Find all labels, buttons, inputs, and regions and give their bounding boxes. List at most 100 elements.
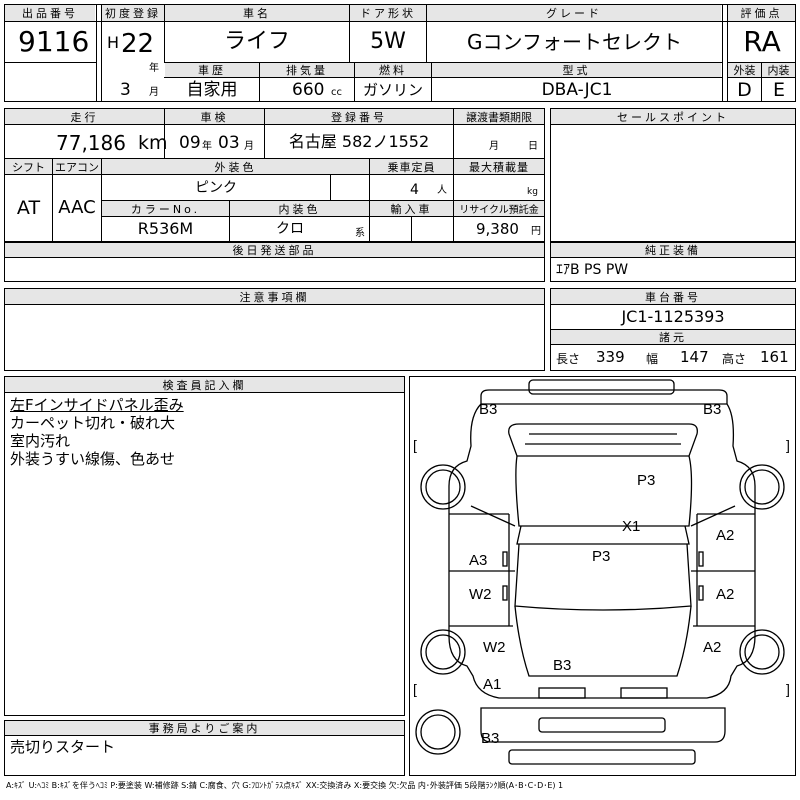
dims-header: 諸元	[551, 330, 795, 344]
color-no-header: カラーNo.	[102, 201, 229, 216]
width-value: 147	[680, 348, 709, 366]
reg-year: 22	[121, 29, 155, 59]
era-letter: H	[107, 33, 120, 52]
ext-color: ピンク	[195, 179, 237, 196]
shift: AT	[16, 196, 41, 219]
int-color: クロ	[276, 221, 304, 237]
fuel-header: 燃料	[355, 63, 431, 77]
mileage-unit: km	[138, 132, 168, 154]
mark-p3-roof: P3	[637, 472, 655, 489]
reg-month: 3	[120, 80, 131, 100]
mileage: 77,186	[56, 131, 126, 155]
model-header: 型式	[432, 63, 721, 77]
height-label: 高さ	[722, 352, 747, 366]
inspector-note-3: 室内汚れ	[10, 432, 71, 450]
car-name-header: 車名	[165, 5, 349, 21]
inspect-year-unit: 年	[202, 141, 212, 152]
fuel: ガソリン	[362, 80, 423, 99]
top-section	[4, 4, 796, 102]
mark-a2-right-1: A2	[716, 527, 734, 544]
sales-point-header: セールスポイント	[551, 109, 795, 124]
capacity-unit: 人	[437, 185, 447, 196]
aircon-header: エアコン	[53, 159, 101, 174]
svg-text:]: ]	[786, 437, 790, 453]
mark-p3-hood: P3	[592, 548, 610, 565]
door-type: 5W	[370, 29, 406, 54]
ext-color-header: 外装色	[102, 159, 369, 174]
sales-point-box	[550, 108, 796, 242]
plate-header: 登録番号	[265, 109, 453, 124]
inspect-year: 09	[179, 133, 201, 153]
caution-box	[4, 288, 545, 371]
caution-header: 注意事項欄	[5, 289, 544, 304]
office-text: 売切りスタート	[10, 738, 116, 756]
lot-no-header: 出品番号	[5, 5, 95, 21]
displacement: 660	[292, 80, 325, 100]
displacement-unit: cc	[331, 87, 342, 98]
score-header: 評価点	[728, 5, 795, 21]
later-parts-box	[4, 242, 545, 282]
displacement-header: 排気量	[260, 63, 354, 77]
door-header: ドア形状	[350, 5, 426, 21]
car-name: ライフ	[223, 29, 290, 54]
shift-header: シフト	[5, 159, 52, 174]
transfer-header: 譲渡書類期限	[454, 109, 544, 124]
chassis-header: 車台番号	[551, 289, 795, 304]
history-header: 車歴	[165, 63, 259, 77]
recycle-header: リサイクル預託金	[454, 201, 544, 216]
mark-w2-left-2: W2	[483, 639, 506, 656]
chassis-number: JC1-1125393	[621, 307, 725, 326]
inspector-note-4: 外装うすい線傷、色あせ	[10, 450, 176, 468]
grade: Gコンフォートセレクト	[467, 30, 682, 54]
mark-a1: A1	[483, 676, 501, 693]
int-color-header: 内装色	[230, 201, 369, 216]
mark-b3-front: B3	[553, 657, 571, 674]
recycle-unit: 円	[531, 226, 541, 237]
mark-a2-right-2: A2	[716, 586, 734, 603]
inspector-header: 検査員記入欄	[5, 377, 404, 392]
mark-a2-right-3: A2	[703, 639, 721, 656]
height-value: 161	[760, 348, 789, 366]
reg-year-unit: 年	[149, 63, 159, 74]
int-grade: E	[772, 78, 785, 101]
inspection-header: 車検	[165, 109, 264, 124]
inspector-box	[4, 376, 405, 716]
vehicle-detail-section	[4, 108, 545, 242]
svg-text:[: [	[413, 437, 417, 453]
capacity-header: 乗車定員	[370, 159, 453, 174]
mark-x1: X1	[622, 518, 640, 535]
mark-b3-rear-right: B3	[703, 401, 721, 418]
inspector-note-2: カーペット切れ・破れ大	[10, 414, 176, 432]
inspect-month: 03	[218, 133, 240, 153]
equipment-header: 純正装備	[551, 243, 795, 257]
color-no: R536M	[137, 219, 194, 238]
recycle-fee: 9,380	[476, 220, 519, 238]
capacity: 4	[410, 182, 419, 198]
plate-number: 名古屋 582ノ1552	[288, 131, 430, 151]
int-header: 内装	[762, 63, 795, 77]
equipment-box	[550, 242, 796, 282]
equipment-value: ｴｱB PS PW	[556, 262, 629, 278]
car-damage-diagram: [] [] B3 B3 P3 X1 P3 A3 A2 W2 A2 W2 A2 B…	[413, 379, 790, 765]
reg-month-unit: 月	[149, 87, 159, 98]
import-header: 輸入車	[370, 201, 453, 216]
svg-text:]: ]	[786, 681, 790, 697]
score: RA	[743, 25, 781, 58]
grade-header: グレード	[427, 5, 721, 21]
later-parts-header: 後日発送部品	[5, 243, 544, 257]
length-label: 長さ	[556, 352, 581, 366]
width-label: 幅	[646, 352, 659, 366]
first-reg-header: 初度登録	[102, 5, 164, 21]
mark-a3-left: A3	[469, 552, 487, 569]
office-header: 事務局よりご案内	[5, 721, 404, 735]
length-value: 339	[596, 348, 625, 366]
ext-grade: D	[737, 78, 752, 101]
max-load-header: 最大積載量	[454, 159, 544, 174]
max-load-unit: kg	[527, 187, 538, 197]
svg-text:[: [	[413, 681, 417, 697]
int-color-unit: 系	[355, 228, 365, 239]
mark-b3-rear-left: B3	[479, 401, 497, 418]
transfer-day: 日	[528, 141, 538, 152]
aircon: AAC	[58, 197, 96, 218]
inspect-month-unit: 月	[244, 141, 254, 152]
